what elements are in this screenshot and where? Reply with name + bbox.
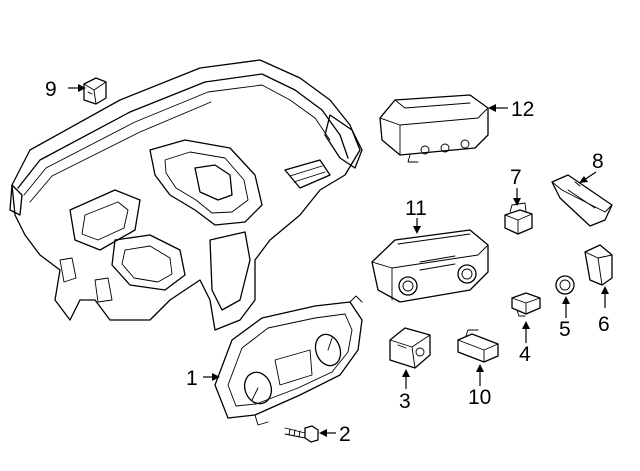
part-9-clip xyxy=(83,77,107,105)
part-2-screw xyxy=(284,425,319,443)
callout-2: 2 xyxy=(339,423,351,446)
callout-9: 9 xyxy=(45,78,57,101)
callout-7: 7 xyxy=(510,166,522,189)
callout-1: 1 xyxy=(186,367,198,390)
part-8-trim-panel xyxy=(551,174,613,227)
part-10-connector xyxy=(457,329,499,363)
callout-10: 10 xyxy=(468,386,491,409)
callout-labels: 9 12 7 8 11 6 5 4 3 10 1 2 xyxy=(45,78,610,446)
callout-12: 12 xyxy=(511,98,534,121)
part-3-switch xyxy=(389,327,431,369)
part-4-switch xyxy=(511,292,541,317)
callout-4: 4 xyxy=(519,343,531,366)
part-7-switch xyxy=(504,202,533,235)
callout-3: 3 xyxy=(399,390,411,413)
callout-5: 5 xyxy=(559,318,571,341)
instrument-panel xyxy=(9,59,363,331)
part-12-airbag-module xyxy=(379,94,489,163)
leader-lines xyxy=(68,84,609,437)
callout-8: 8 xyxy=(592,150,604,173)
part-6-bezel xyxy=(584,244,613,286)
part-5-button xyxy=(555,275,575,295)
part-11-climate-control xyxy=(371,229,489,303)
callout-6: 6 xyxy=(598,313,610,336)
part-1-instrument-cluster xyxy=(214,295,363,426)
callout-11: 11 xyxy=(405,197,427,220)
